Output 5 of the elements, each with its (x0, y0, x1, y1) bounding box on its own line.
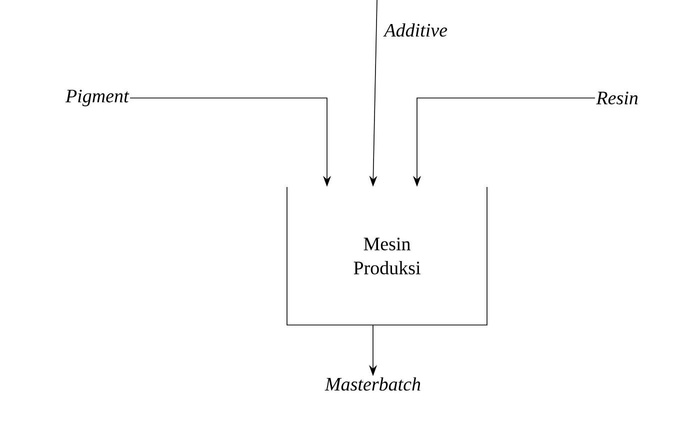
input-label: Pigment (65, 90, 130, 106)
input-label: Resin (596, 92, 638, 104)
output-label: Masterbatch (324, 377, 420, 391)
input-label: Additive (383, 23, 448, 37)
process-label: Mesin Produksi (354, 238, 420, 274)
